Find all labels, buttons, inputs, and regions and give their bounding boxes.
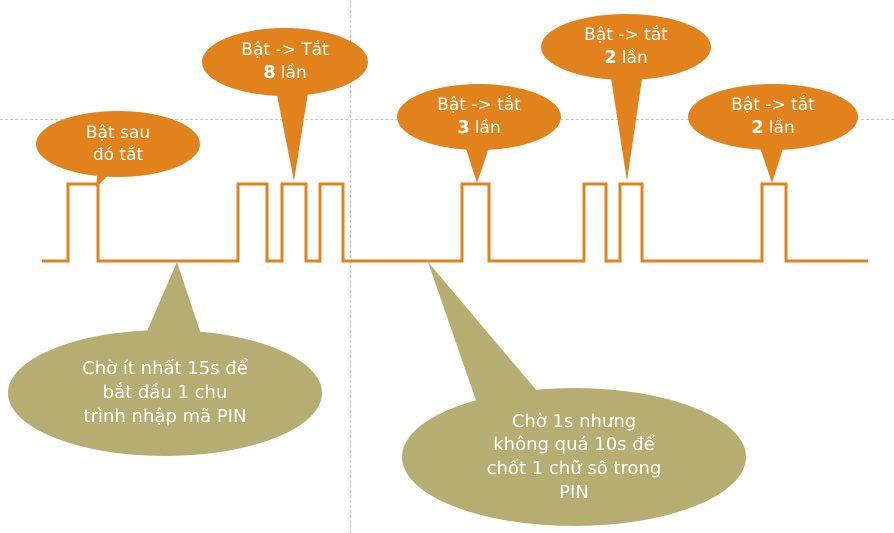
note-text-line: Chờ ít nhất 15s để	[82, 358, 248, 380]
note-wait-1s: Chờ 1s nhưng không quá 10s để chốt 1 chữ…	[402, 388, 746, 526]
callout-text-line: đó tắt	[92, 145, 144, 165]
toggle-count: 2	[604, 47, 617, 69]
toggle-unit: lần	[280, 63, 307, 84]
callout-text-line: Bật -> tắt	[584, 25, 668, 46]
note-tail-wait-15s	[138, 262, 205, 352]
callout-text-line: Bật -> tắt	[731, 95, 815, 116]
callout-text-line: Bật -> Tắt	[241, 40, 329, 61]
toggle-count: 3	[457, 117, 470, 139]
pulse-waveform	[42, 182, 868, 263]
callout-text-line: Bật sau	[85, 122, 151, 143]
note-wait-15s: Chờ ít nhất 15s để bắt đầu 1 chu trình n…	[8, 330, 322, 456]
vertical-guide-line	[350, 0, 351, 533]
toggle-unit: lần	[768, 118, 795, 139]
note-text-line: bắt đầu 1 chu	[102, 382, 228, 404]
note-tail-wait-1s	[428, 262, 548, 412]
note-text-line: không quá 10s để	[493, 434, 655, 456]
note-text-line: chốt 1 chữ số trong	[486, 458, 662, 479]
toggle-unit: lần	[474, 118, 501, 139]
callout-tail-toggle-8	[274, 80, 310, 181]
note-text-line: trình nhập mã PIN	[83, 405, 247, 427]
toggle-count: 8	[263, 62, 276, 84]
note-text-line: PIN	[559, 481, 589, 503]
toggle-count: 2	[751, 117, 764, 139]
note-text-line: Chờ 1s nhưng	[511, 410, 637, 432]
callout-tail-toggle-2-first	[609, 65, 644, 181]
callout-on-then-off: Bật sau đó tắt	[36, 111, 200, 177]
toggle-unit: lần	[621, 48, 648, 69]
callout-text-line: Bật -> tắt	[437, 95, 521, 116]
